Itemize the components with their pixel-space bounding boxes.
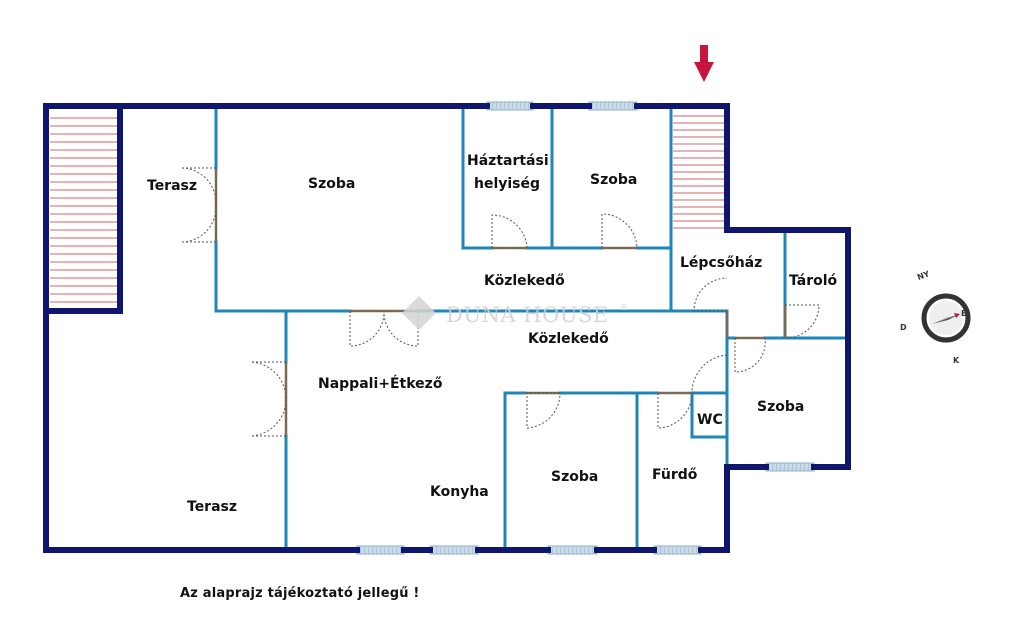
label-terasz-bottom: Terasz bbox=[187, 499, 237, 515]
room-labels: Terasz Szoba Háztartási helyiség Szoba K… bbox=[147, 153, 838, 515]
label-furdo: Fürdő bbox=[652, 467, 698, 483]
label-lepcsohaz: Lépcsőház bbox=[680, 255, 762, 271]
disclaimer: Az alaprajz tájékoztató jellegű ! bbox=[180, 586, 420, 601]
label-haztartasi-2: helyiség bbox=[474, 176, 540, 192]
label-szoba-top-right: Szoba bbox=[590, 172, 637, 188]
watermark-mark: ® bbox=[620, 303, 628, 312]
label-szoba-bottom: Szoba bbox=[551, 469, 598, 485]
label-szoba-right: Szoba bbox=[757, 399, 804, 415]
label-nappali: Nappali+Étkező bbox=[318, 375, 443, 392]
label-kozlekedo-upper: Közlekedő bbox=[484, 273, 565, 289]
compass-icon: NY É D K bbox=[900, 269, 971, 365]
label-kozlekedo-lower: Közlekedő bbox=[528, 331, 609, 347]
windows bbox=[356, 101, 815, 555]
outer-walls bbox=[43, 103, 851, 553]
watermark: DUNA HOUSE ® bbox=[402, 296, 628, 330]
watermark-text: DUNA HOUSE bbox=[446, 303, 609, 327]
compass-label-d: D bbox=[900, 323, 907, 332]
entrance-arrow bbox=[694, 45, 714, 82]
label-wc: WC bbox=[697, 412, 723, 428]
staircase-right bbox=[673, 115, 724, 229]
staircase-left bbox=[50, 110, 118, 310]
label-konyha: Konyha bbox=[430, 484, 489, 500]
compass-label-e: É bbox=[961, 307, 966, 318]
compass-label-ny: NY bbox=[916, 269, 931, 282]
compass-label-k: K bbox=[953, 356, 960, 365]
label-tarolo: Tároló bbox=[789, 273, 838, 289]
doors bbox=[180, 167, 820, 437]
label-terasz-top: Terasz bbox=[147, 178, 197, 194]
inner-walls bbox=[214, 106, 850, 552]
label-haztartasi-1: Háztartási bbox=[467, 153, 549, 169]
label-szoba-main: Szoba bbox=[308, 176, 355, 192]
